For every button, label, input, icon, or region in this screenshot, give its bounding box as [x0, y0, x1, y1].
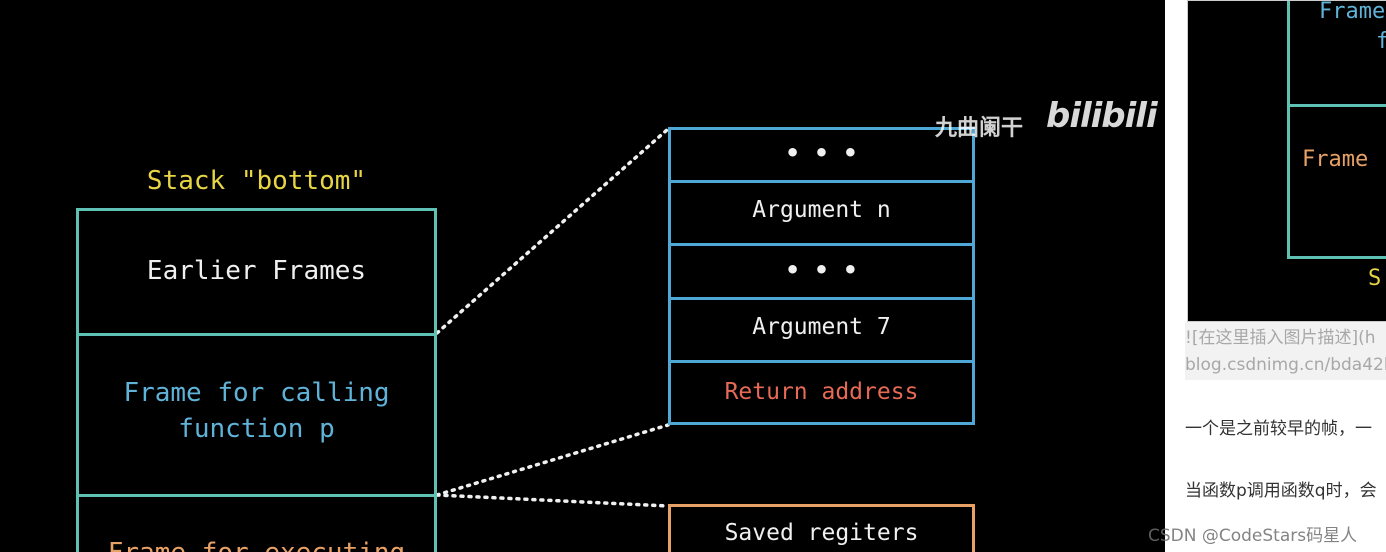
csdn-watermark: CSDN @CodeStars码星人 [1148, 526, 1358, 546]
connector-lines [435, 127, 670, 508]
article-sidebar: Frame f Frame S ![在这里插入图片描述](h blog.csdn… [1165, 0, 1386, 552]
right-divider-2 [668, 243, 975, 246]
right-divider-3 [668, 297, 975, 300]
connector-mid [435, 423, 670, 497]
earlier-frames-label: Earlier Frames [146, 256, 367, 286]
return-address-label: Return address [724, 379, 919, 405]
right-divider-1 [668, 180, 975, 183]
thumb-stack-box [1287, 1, 1386, 259]
dots-top: • • • [785, 139, 858, 167]
dots-mid: • • • [785, 256, 858, 284]
left-stack [76, 208, 437, 552]
article-paragraph-2: 当函数p调用函数q时，会 [1185, 481, 1377, 501]
image-placeholder-line2[interactable]: blog.csdnimg.cn/bda42b [1185, 355, 1386, 375]
frame-executing-label: Frame for executing [76, 538, 437, 552]
frame-calling-line2: function p [178, 414, 335, 444]
watermark-text: 九曲阑干 [935, 116, 1024, 141]
argument-7-label: Argument 7 [752, 314, 891, 340]
saved-registers-box [668, 504, 975, 552]
argument-n-label: Argument n [752, 197, 891, 223]
stack-bottom-label: Stack "bottom" [146, 166, 367, 196]
left-divider-1 [76, 333, 437, 336]
image-placeholder-block [1185, 322, 1386, 380]
article-image-thumb: Frame f Frame S [1187, 0, 1386, 322]
thumb-divider [1287, 104, 1386, 107]
bilibili-logo: bilibili [1046, 96, 1158, 136]
right-stack [668, 127, 975, 425]
thumb-frame-orange-text: Frame [1302, 147, 1369, 172]
article-paragraph-1: 一个是之前较早的帧，一 [1185, 419, 1372, 439]
thumb-s-text: S [1368, 266, 1382, 291]
saved-registers-label: Saved regiters [724, 520, 919, 546]
connector-bottom [435, 493, 670, 508]
connector-top [435, 127, 670, 335]
thumb-frame-text: Frame [1319, 0, 1386, 24]
frame-calling-line1: Frame for calling [123, 378, 390, 408]
video-frame: Stack "bottom" Earlier Frames Frame for … [0, 0, 1165, 552]
left-divider-2 [76, 494, 437, 497]
right-divider-4 [668, 360, 975, 363]
thumb-f-text: f [1376, 29, 1386, 54]
image-placeholder-line1[interactable]: ![在这里插入图片描述](h [1185, 328, 1376, 348]
